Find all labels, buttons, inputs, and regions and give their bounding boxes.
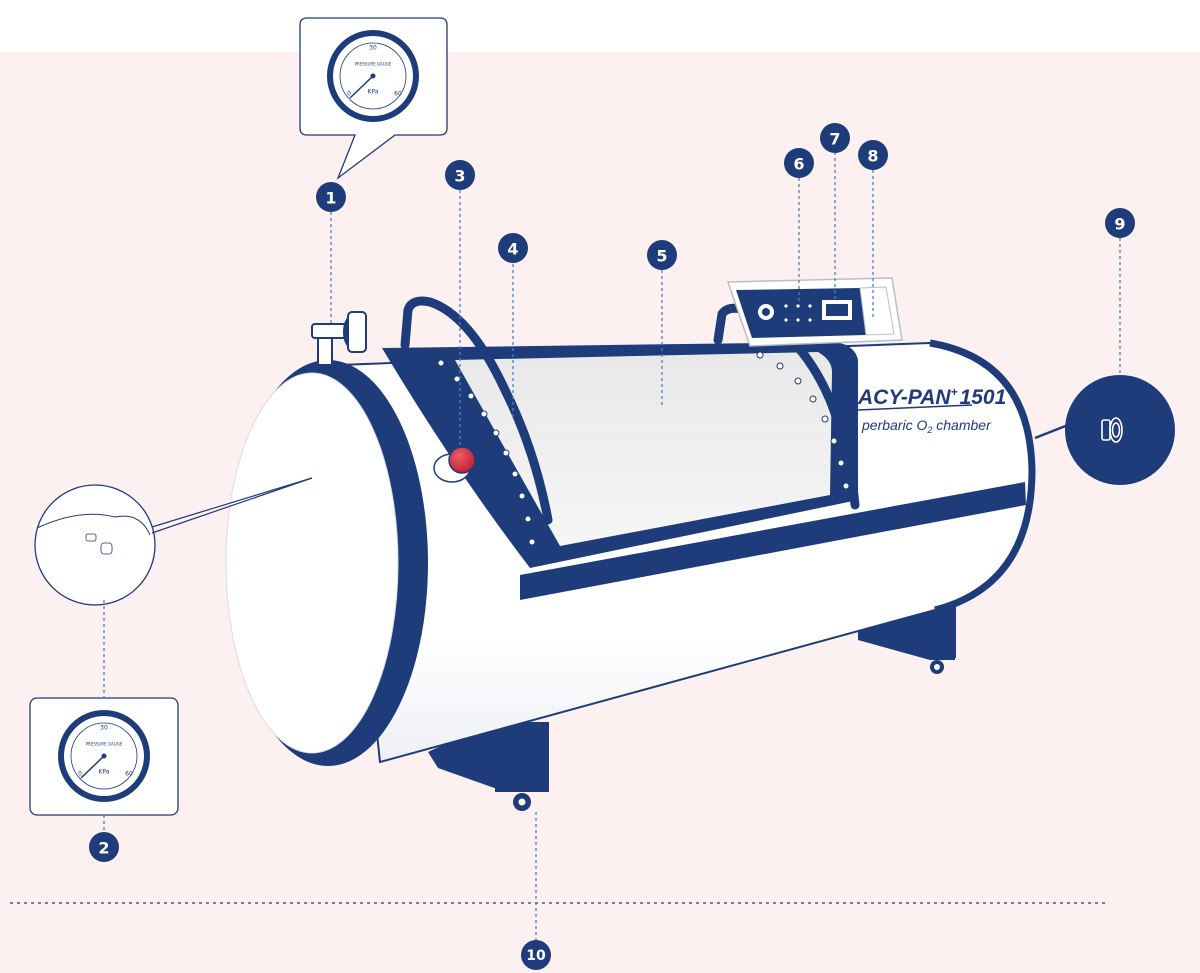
callout-10-label: 10 [526, 948, 546, 964]
callout-6-label: 6 [793, 155, 804, 174]
callout-7: 7 [820, 123, 850, 153]
side-gauge: 30 60 0 PRESSURE GAUGE KPa [58, 710, 150, 802]
callout-9-label: 9 [1114, 215, 1125, 234]
callout-8: 8 [858, 140, 888, 170]
callout-8-label: 8 [867, 147, 878, 166]
gauge-scale-right: 60 [394, 91, 402, 98]
side-gauge-scale-left: 0 [78, 771, 82, 778]
callout-3: 3 [445, 160, 475, 190]
callout-9: 9 [1105, 208, 1135, 238]
callout-4-label: 4 [507, 240, 518, 259]
control-panel [728, 278, 902, 346]
brand-model: ACY-PAN+1501 [857, 385, 1006, 409]
callout-1-label: 1 [325, 189, 336, 208]
callout-7-label: 7 [829, 130, 840, 149]
gauge-face-label: PRESSURE GAUGE [355, 62, 392, 67]
brand-subtitle: perbaric O2 chamber [861, 417, 992, 435]
callout-2-label: 2 [98, 839, 109, 858]
side-gauge-unit: KPa [99, 769, 110, 776]
gauge-scale-top: 30 [369, 45, 377, 52]
gauge-scale-left: 0 [347, 91, 351, 98]
side-gauge-scale-top: 30 [100, 725, 108, 732]
callout-2: 2 [89, 832, 119, 862]
callout-10: 10 [521, 940, 551, 970]
front-end-cap [226, 360, 428, 766]
callout-5-label: 5 [656, 247, 667, 266]
gauge-callout-side: 30 60 0 PRESSURE GAUGE KPa [30, 698, 178, 815]
callout-1: 1 [316, 182, 346, 212]
side-gauge-face-label: PRESSURE GAUGE [86, 742, 123, 747]
callout-3-label: 3 [454, 167, 465, 186]
callout-6: 6 [784, 148, 814, 178]
side-gauge-scale-right: 60 [125, 771, 133, 778]
top-gauge: 30 60 0 PRESSURE GAUGE KPa [327, 30, 419, 122]
gauge-unit: KPa [368, 89, 379, 96]
callout-4: 4 [498, 233, 528, 263]
callout-5: 5 [647, 240, 677, 270]
